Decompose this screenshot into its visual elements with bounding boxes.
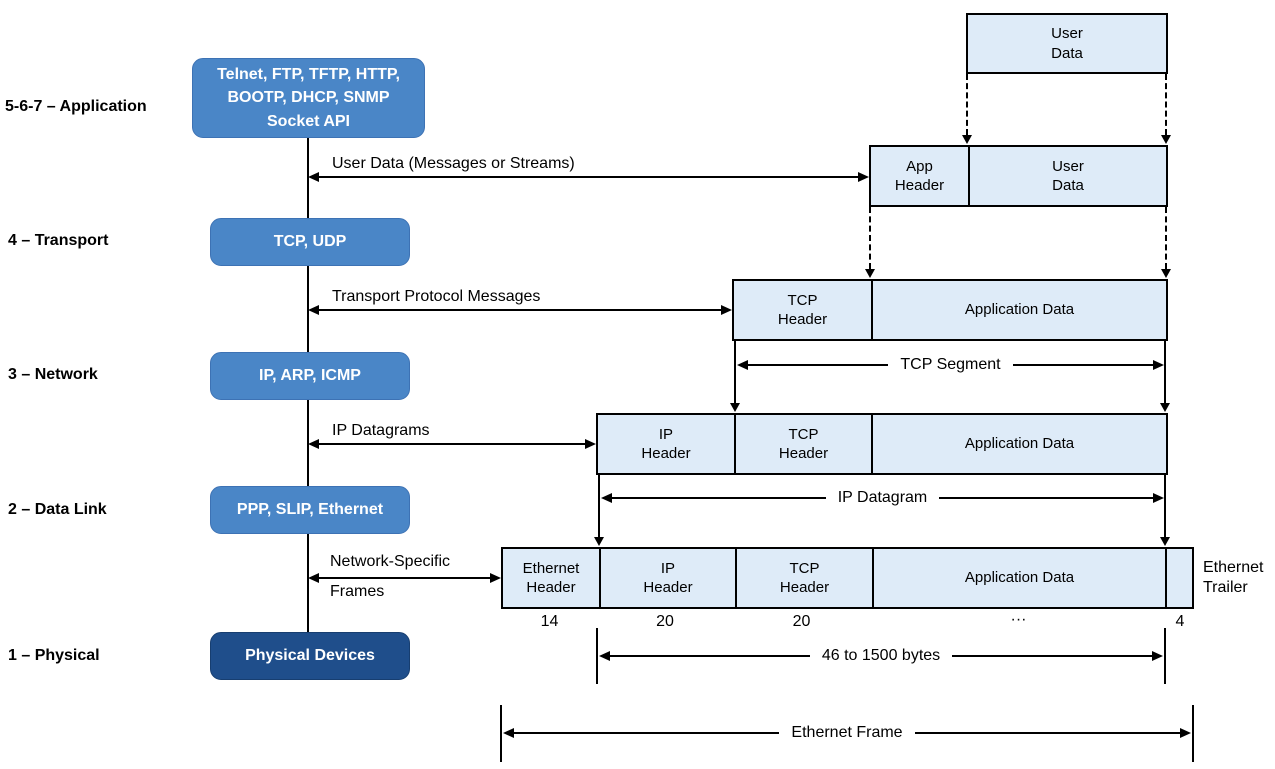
dashed-arrow-appmsg-right xyxy=(1161,207,1171,278)
arrow-down-icon xyxy=(962,135,972,144)
arrow-down-icon xyxy=(730,403,740,412)
arrow-down-icon xyxy=(1160,537,1170,546)
ethernet-frame-tick-right xyxy=(1192,705,1194,762)
arrow-right-icon xyxy=(1152,651,1163,661)
arrow-right-icon xyxy=(1153,360,1165,370)
ip-datagram-span-arrow: IP Datagram xyxy=(601,489,1164,506)
network-frames-arrow-label-line1: Network-Specific xyxy=(330,553,451,570)
ethernet-frame-tick-left xyxy=(500,705,502,762)
layer-label-application: 5-6-7 – Application xyxy=(5,98,147,115)
arrow-down-icon xyxy=(865,269,875,278)
cell-tcp-header: TCP Header xyxy=(734,415,871,473)
cell-application-data: Application Data xyxy=(871,415,1166,473)
byte-size-application-data: ··· xyxy=(1010,611,1027,628)
network-frames-arrow xyxy=(308,572,501,584)
solid-arrow-ipdgram-left xyxy=(594,475,604,546)
layer-label-physical: 1 – Physical xyxy=(8,647,100,664)
app-message-row: App Header User Data xyxy=(869,145,1168,207)
payload-size-span-arrow: 46 to 1500 bytes xyxy=(599,647,1163,664)
cell-ethernet-trailer xyxy=(1165,549,1192,607)
arrow-down-icon xyxy=(1161,135,1171,144)
arrow-right-icon xyxy=(1153,493,1164,503)
protocol-box-application: Telnet, FTP, TFTP, HTTP, BOOTP, DHCP, SN… xyxy=(192,58,425,138)
dashed-arrow-userdata-left xyxy=(962,74,972,144)
byte-size-ethernet-header: 14 xyxy=(540,613,559,630)
arrow-right-icon xyxy=(1180,728,1191,738)
byte-size-tcp-header: 20 xyxy=(792,613,811,630)
arrow-right-icon xyxy=(490,573,501,583)
protocol-box-transport: TCP, UDP xyxy=(210,218,410,266)
tcp-segment-span-arrow: TCP Segment xyxy=(737,356,1165,373)
protocol-box-network: IP, ARP, ICMP xyxy=(210,352,410,400)
ethernet-frame-row: Ethernet Header IP Header TCP Header App… xyxy=(501,547,1194,609)
solid-arrow-tcpseg-right xyxy=(1160,341,1170,412)
network-frames-arrow-label-line2: Frames xyxy=(330,583,385,600)
cell-ip-header: IP Header xyxy=(599,549,735,607)
layer-label-transport: 4 – Transport xyxy=(8,232,109,249)
cell-ip-header: IP Header xyxy=(641,425,691,463)
arrow-left-icon xyxy=(737,360,748,370)
arrow-left-icon xyxy=(308,172,319,182)
ethernet-frame-span-label: Ethernet Frame xyxy=(791,724,903,741)
cell-ethernet-header: Ethernet Header xyxy=(522,559,580,597)
arrow-left-icon xyxy=(599,651,610,661)
byte-size-ethernet-trailer: 4 xyxy=(1175,613,1185,630)
arrow-left-icon xyxy=(503,728,514,738)
transport-messages-arrow-label: Transport Protocol Messages xyxy=(332,288,541,305)
cell-application-data: Application Data xyxy=(871,281,1166,339)
protocol-box-datalink: PPP, SLIP, Ethernet xyxy=(210,486,410,534)
ip-datagrams-arrow-label: IP Datagrams xyxy=(332,422,430,439)
payload-size-tick-left xyxy=(596,628,598,684)
arrow-down-icon xyxy=(1160,403,1170,412)
cell-user-data: User Data xyxy=(968,147,1166,205)
ethernet-frame-span-arrow: Ethernet Frame xyxy=(503,724,1191,741)
tcp-segment-span-label: TCP Segment xyxy=(900,356,1001,373)
solid-arrow-ipdgram-right xyxy=(1160,475,1170,546)
arrow-left-icon xyxy=(601,493,612,503)
dashed-arrow-appmsg-left xyxy=(865,207,875,278)
solid-arrow-tcpseg-left xyxy=(730,341,740,412)
layer-label-datalink: 2 – Data Link xyxy=(8,501,107,518)
arrow-left-icon xyxy=(308,439,319,449)
arrow-right-icon xyxy=(721,305,732,315)
ip-datagrams-arrow xyxy=(308,438,596,450)
dashed-arrow-userdata-right xyxy=(1161,74,1171,144)
tcp-segment-row: TCP Header Application Data xyxy=(732,279,1168,341)
arrow-right-icon xyxy=(585,439,596,449)
ethernet-trailer-label: Ethernet Trailer xyxy=(1203,559,1264,596)
cell-user-data: User Data xyxy=(1051,25,1083,62)
byte-size-ip-header: 20 xyxy=(656,613,674,630)
cell-tcp-header: TCP Header xyxy=(777,291,828,329)
user-data-arrow-label: User Data (Messages or Streams) xyxy=(332,155,575,172)
protocol-box-physical: Physical Devices xyxy=(210,632,410,680)
arrow-left-icon xyxy=(308,573,319,583)
user-data-row: User Data xyxy=(966,13,1168,74)
cell-tcp-header: TCP Header xyxy=(735,549,872,607)
arrow-right-icon xyxy=(858,172,869,182)
payload-size-span-label: 46 to 1500 bytes xyxy=(821,647,941,664)
payload-size-tick-right xyxy=(1164,628,1166,684)
arrow-left-icon xyxy=(308,305,319,315)
arrow-down-icon xyxy=(594,537,604,546)
ip-datagram-span-label: IP Datagram xyxy=(837,489,928,506)
transport-messages-arrow xyxy=(308,304,732,316)
cell-application-data: Application Data xyxy=(872,549,1165,607)
arrow-down-icon xyxy=(1161,269,1171,278)
user-data-arrow xyxy=(308,171,869,183)
layer-label-network: 3 – Network xyxy=(8,366,98,383)
cell-app-header: App Header xyxy=(894,157,945,195)
ip-datagram-row: IP Header TCP Header Application Data xyxy=(596,413,1168,475)
